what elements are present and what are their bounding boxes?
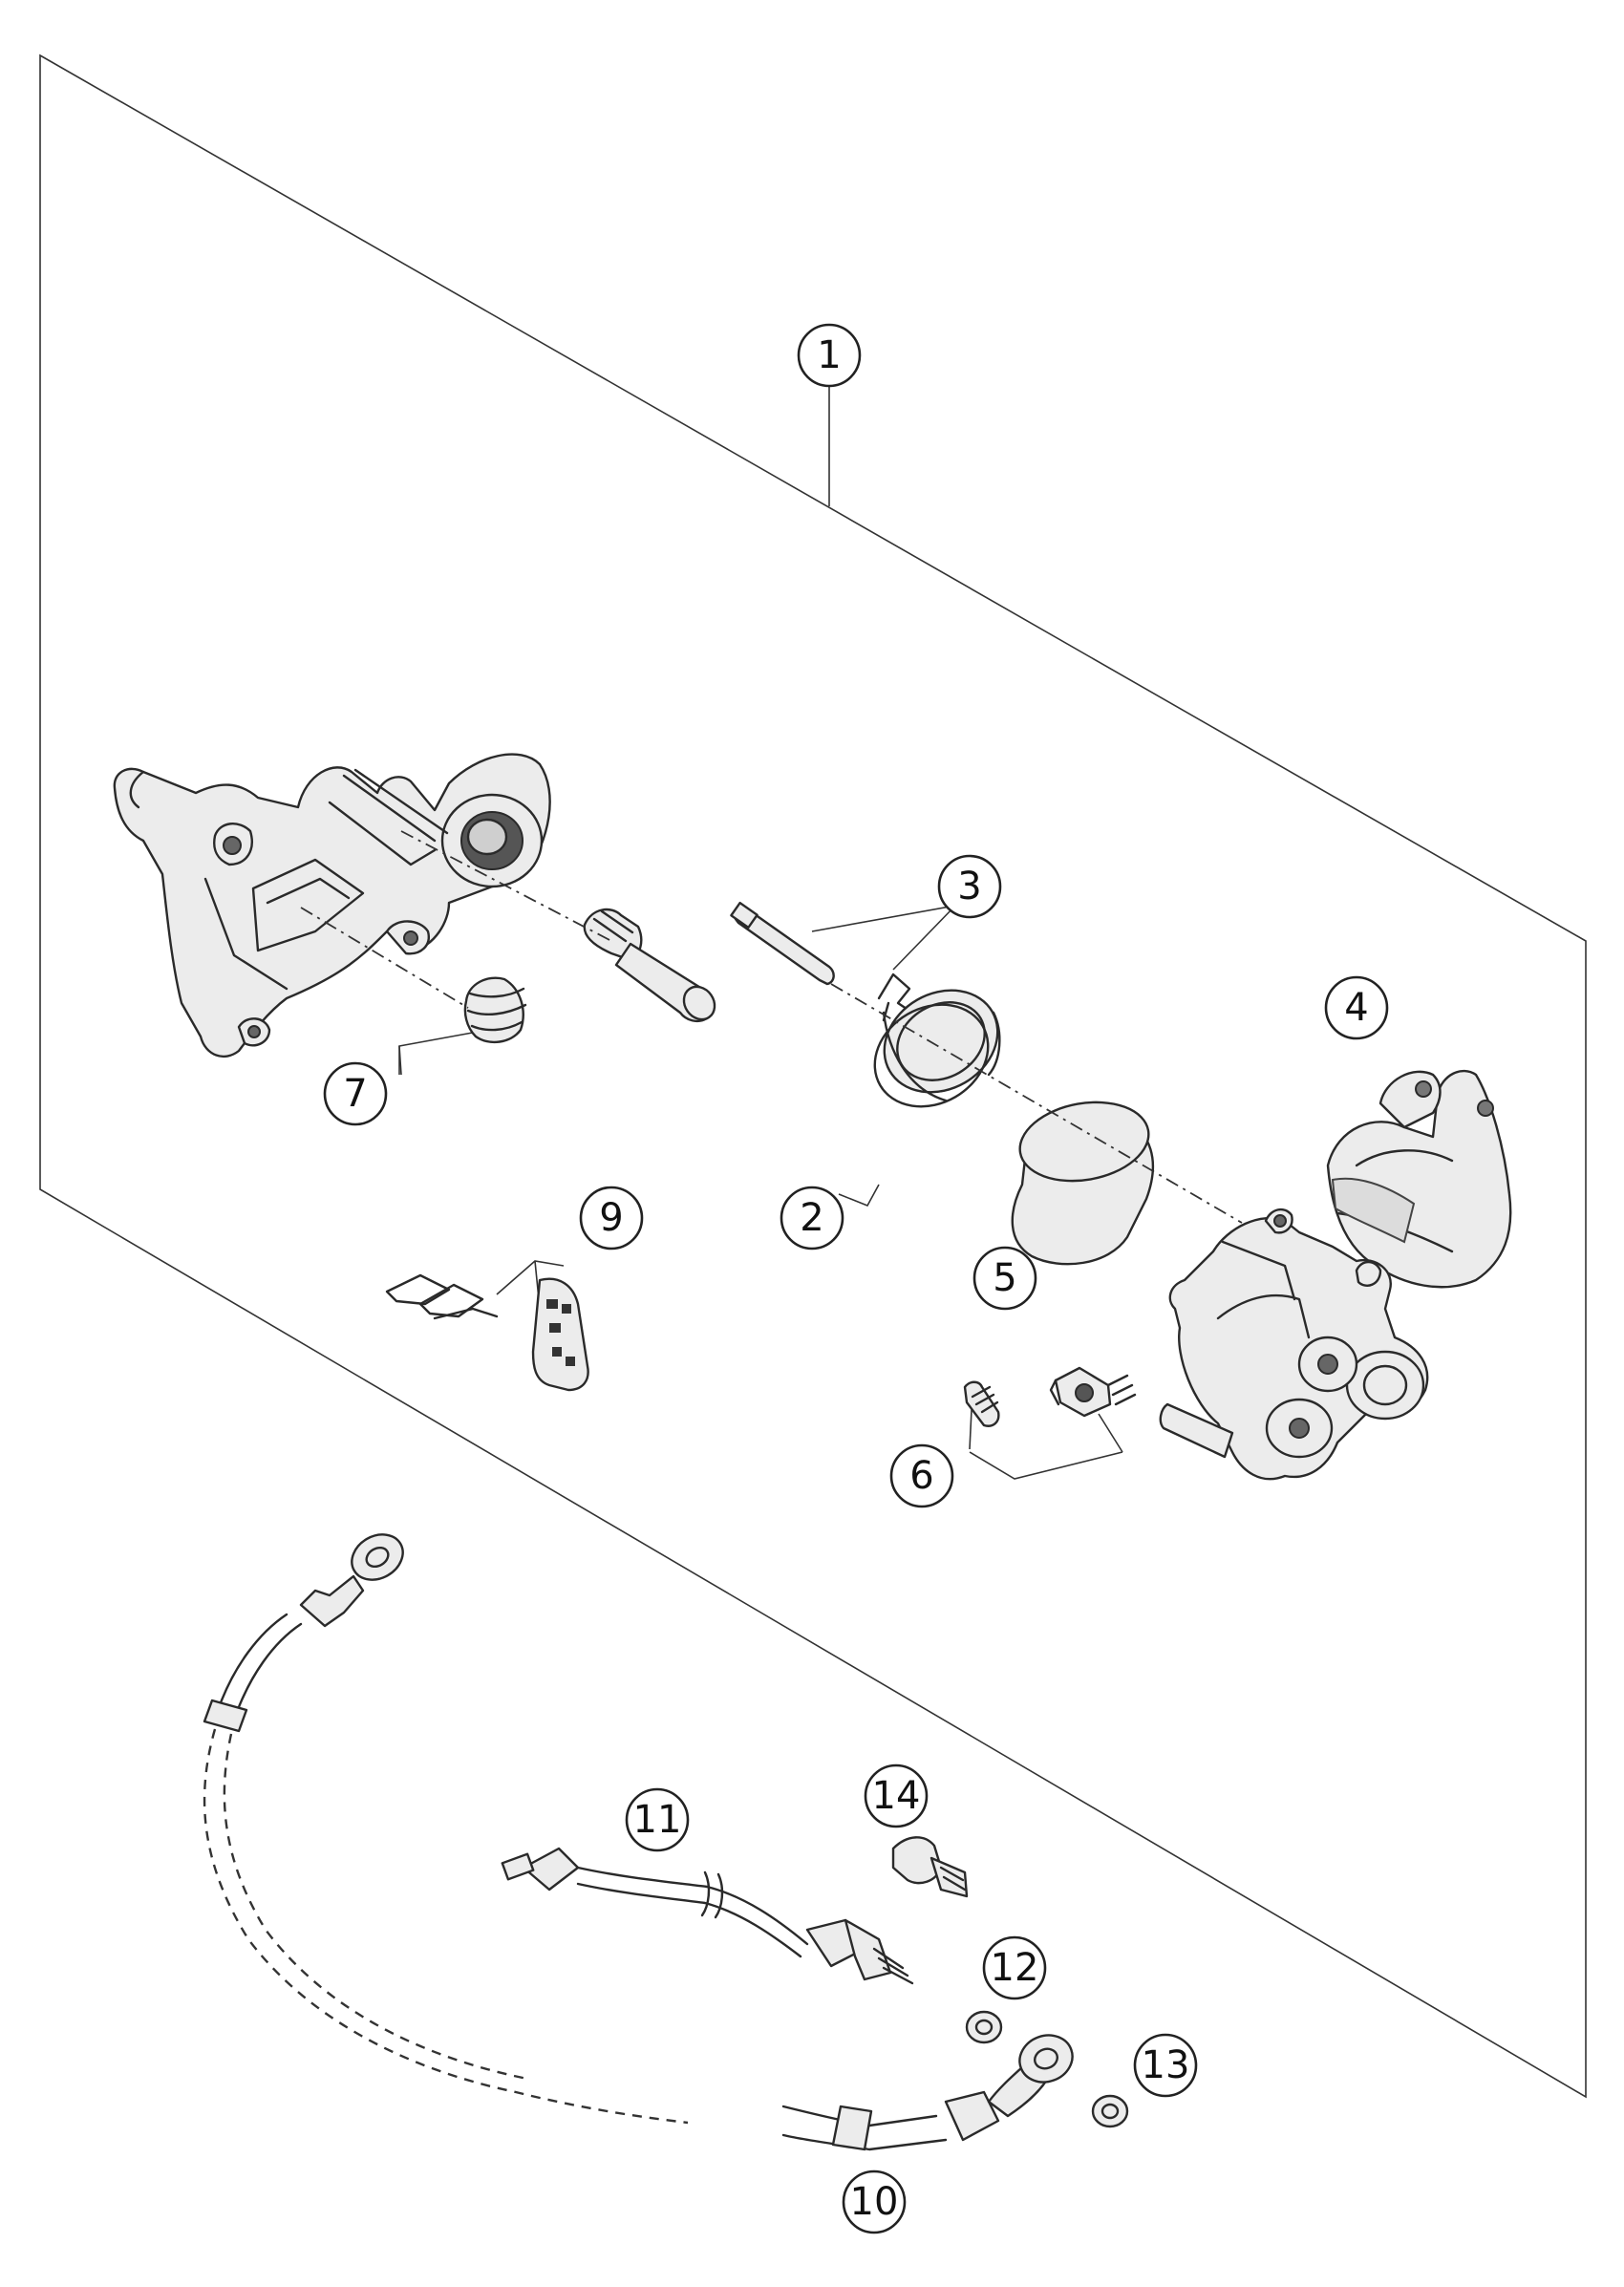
callout-14-number: 14 (872, 1774, 921, 1818)
piston (1011, 1101, 1154, 1266)
brake-hose (203, 1533, 1074, 2151)
callout-4: 4 (1324, 975, 1389, 1040)
callout-6-number: 6 (909, 1454, 933, 1498)
caliper-bracket (113, 753, 551, 1058)
callout-2-number: 2 (800, 1196, 823, 1240)
callout-7: 7 (323, 1061, 388, 1126)
callout-1-number: 1 (817, 333, 841, 377)
brake-sensor-cable (501, 1847, 914, 1985)
callout-13-number: 13 (1142, 2043, 1190, 2087)
callout-11: 11 (625, 1787, 690, 1852)
bleeder-plug (963, 1380, 1000, 1427)
alignment-lines (300, 830, 1243, 1224)
callout-7-number: 7 (343, 1072, 367, 1116)
piston-seal-ring (873, 989, 1001, 1108)
washer-12 (965, 2010, 1003, 2044)
caliper-body (1159, 1208, 1429, 1481)
callout-9-number: 9 (599, 1196, 623, 1240)
washer-13 (1091, 2094, 1129, 2128)
callout-3-number: 3 (957, 865, 981, 908)
slide-pin-3 (730, 901, 835, 986)
callout-14: 14 (864, 1763, 929, 1828)
callout-1: 1 (797, 323, 862, 388)
banjo-bolt (891, 1836, 969, 1898)
rubber-boot (463, 976, 527, 1044)
callout-10: 10 (842, 2169, 907, 2234)
callout-12-number: 12 (991, 1946, 1039, 1990)
bracket-slide-pin (583, 908, 716, 1023)
callout-12: 12 (982, 1935, 1047, 2000)
pad-pins-and-plate (385, 1273, 589, 1392)
callout-6: 6 (889, 1443, 954, 1508)
assembly-boundary (39, 53, 1587, 2099)
bleeder-valve (1049, 1366, 1137, 1418)
callout-5-number: 5 (993, 1256, 1016, 1300)
callout-5: 5 (972, 1246, 1037, 1311)
callout-2: 2 (780, 1186, 844, 1250)
brake-pads (1326, 1069, 1512, 1289)
callout-10-number: 10 (850, 2180, 899, 2224)
callout-9: 9 (579, 1186, 644, 1250)
callout-13: 13 (1133, 2033, 1198, 2098)
callout-3: 3 (937, 854, 1002, 919)
callout-4-number: 4 (1344, 986, 1368, 1030)
callout-11-number: 11 (633, 1798, 682, 1842)
